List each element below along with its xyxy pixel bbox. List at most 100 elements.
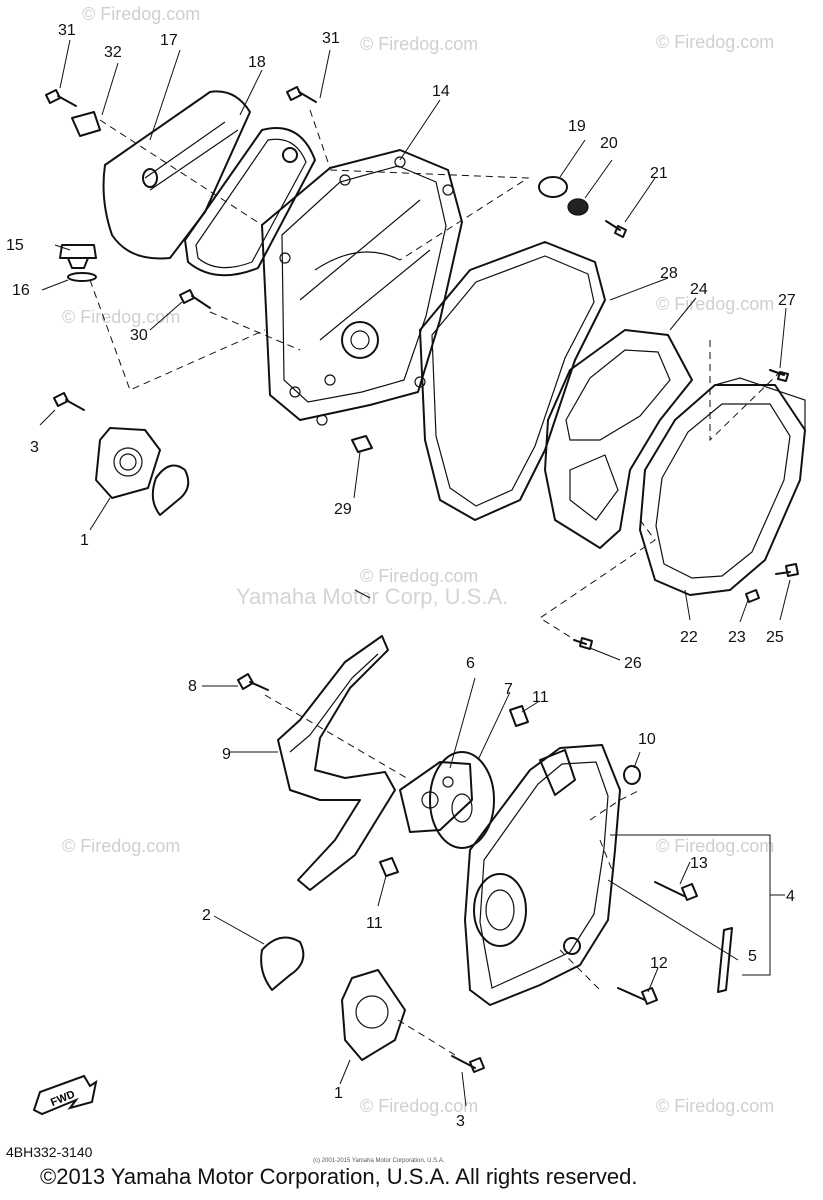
tiny-notice: (c) 2001-2015 Yamaha Motor Corporation, … [313,1158,445,1164]
callout-16: 16 [12,282,30,299]
damper-19 [538,176,568,198]
bolt-3b [451,1055,485,1073]
callout-3a: 3 [30,439,39,456]
callout-31b: 31 [322,30,340,47]
grommet-10 [623,765,641,785]
dowel-23 [745,589,760,603]
gasket-9-inner [289,653,379,753]
gasket-24-window2 [569,454,619,521]
watermark-6: © Firedog.com [360,566,478,586]
rotor-7 [429,751,495,849]
callout-23: 23 [728,629,746,646]
gasket-18 [184,127,316,277]
upper-assembly [39,39,806,661]
callout-12: 12 [650,955,668,972]
callout-14: 14 [432,83,450,100]
cover-plate-boss [142,168,158,188]
callout-11a: 11 [532,689,549,706]
callout-32: 32 [104,44,122,61]
bolt-13 [654,881,698,901]
callout-25: 25 [766,629,784,646]
watermark-9: © Firedog.com [360,1096,478,1116]
callout-20: 20 [600,135,618,152]
pickup-cover-inner [479,761,609,989]
crankcase-cover-inner [281,165,447,403]
callout-15: 15 [6,237,24,254]
callout-24: 24 [690,281,708,298]
callout-4: 4 [786,888,795,905]
callout-17: 17 [160,32,178,49]
watermark-4: © Firedog.com [62,307,180,327]
gasket-hole [282,147,298,163]
o-ring-16 [67,272,97,282]
watermarks: © Firedog.com © Firedog.com © Firedog.co… [62,4,774,1116]
gasket-24 [544,329,693,549]
bolt-12 [617,987,658,1005]
callout-30: 30 [130,327,148,344]
callout-19: 19 [568,118,586,135]
clamp-32 [71,111,101,137]
bolt-26 [573,637,593,650]
callout-21: 21 [650,165,668,182]
watermark-center: Yamaha Motor Corp, U.S.A. [236,584,508,609]
dowel-11a [509,705,529,727]
watermark-3: © Firedog.com [656,32,774,52]
watermark-8: © Firedog.com [656,836,774,856]
callouts: 31 32 17 18 31 14 19 20 21 15 16 30 3 1 … [6,22,796,1130]
callout-29: 29 [334,501,352,518]
pickup-cover-port [473,873,527,947]
gasket-2b [260,936,305,991]
plate-6 [399,761,473,833]
gasket-28 [419,241,606,521]
label-5 [717,927,733,993]
dowel-11b [379,857,399,877]
bolt-25 [775,563,799,577]
callout-1b: 1 [334,1085,343,1102]
callout-9: 9 [222,746,231,763]
bolt-31b [286,86,317,103]
copyright-text: ©2013 Yamaha Motor Corporation, U.S.A. A… [40,1164,638,1189]
callout-6: 6 [466,655,475,672]
callout-5: 5 [748,948,757,965]
callout-26: 26 [624,655,642,672]
gasket-9 [277,635,396,891]
callout-7: 7 [504,681,513,698]
bolt-30 [179,289,211,309]
gasket-24-window1 [565,349,671,441]
callout-1a: 1 [80,532,89,549]
callout-22: 22 [680,629,698,646]
pickup-cover-4 [464,744,621,1006]
callout-11b: 11 [366,915,383,932]
generator-cover-inner [655,403,791,579]
leader-lines-lower [202,677,785,1107]
cover-plate-ribs [144,121,239,191]
callout-8: 8 [188,678,197,695]
small-cover-1a [95,427,161,499]
callout-31a: 31 [58,22,76,39]
watermark-5: © Firedog.com [656,294,774,314]
callout-3b: 3 [456,1113,465,1130]
generator-cover-top [714,377,806,430]
callout-2: 2 [202,907,211,924]
diagram-code: 4BH332-3140 [6,1144,93,1160]
callout-27: 27 [778,292,796,309]
dashed-lines-upper [89,109,781,641]
bolt-31a [45,89,77,107]
small-cover-1b [341,969,406,1061]
gasket-28-inner [431,255,595,507]
dowel-29 [351,435,373,453]
callout-13: 13 [690,855,708,872]
fwd-arrow-icon: FWD [32,1074,98,1116]
gasket-18-inner [195,138,307,269]
crankcase-cover-14 [261,149,463,421]
washer-20 [567,198,589,216]
leader-lines-upper [39,39,791,661]
bolt-8 [237,673,269,691]
gasket-2a [151,464,190,516]
pickup-cover-tab [539,749,576,796]
bolt-3a [53,392,85,411]
lower-assembly [202,635,785,1107]
dashed-lines-lower [264,694,641,1056]
crankcase-cover-boss [341,321,379,359]
